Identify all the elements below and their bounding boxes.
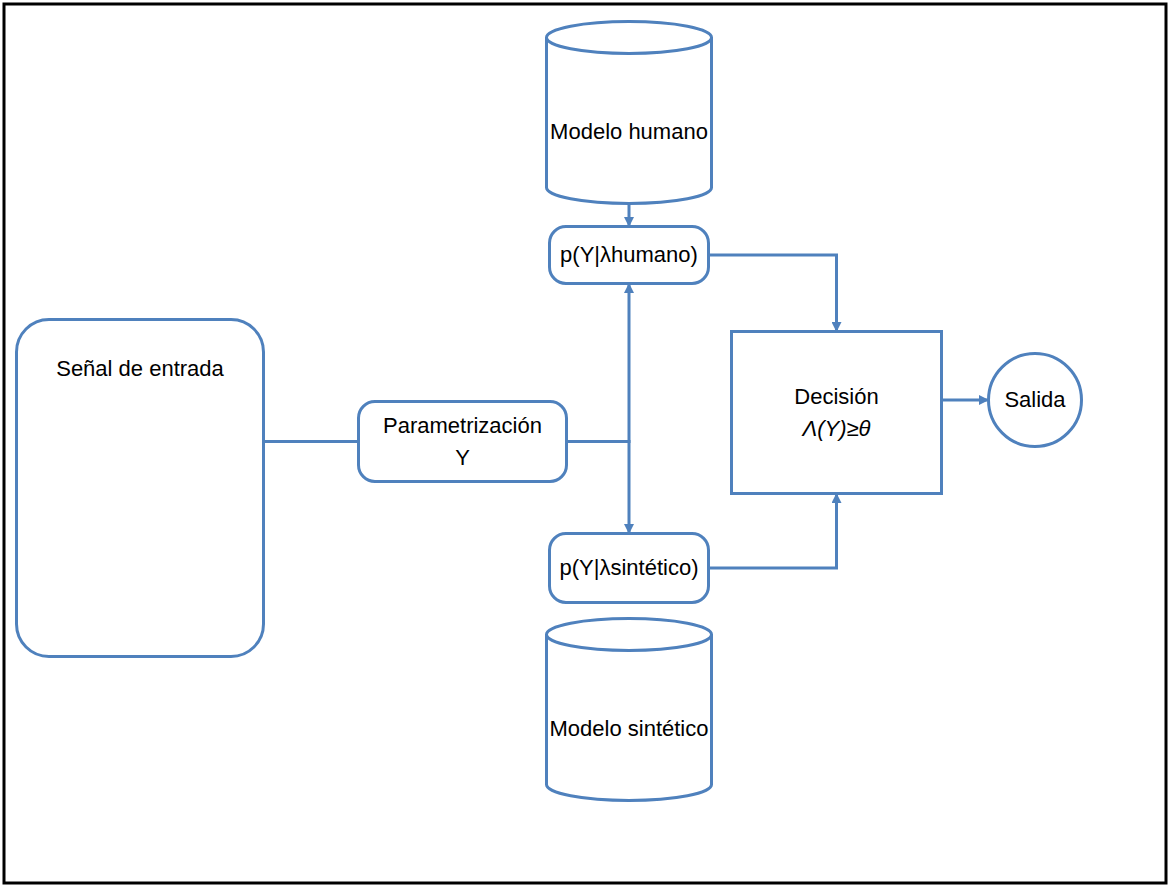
node-text: Parametrización (379, 410, 546, 442)
connector-arrow (628, 205, 631, 225)
connector-arrow (568, 285, 629, 442)
node-text: Salida (1000, 384, 1069, 416)
connector-arrow (568, 442, 629, 533)
node-text: Modelo humano (546, 116, 712, 148)
connector-arrow (943, 399, 987, 402)
node-text: Modelo sintético (546, 713, 713, 745)
connector-arrow (710, 495, 837, 568)
likelihood-box: p(Y|λsintético) (548, 532, 710, 604)
decision-box: DecisiónΛ(Y)≥θ (730, 330, 943, 495)
input-signal-box: Señal de entrada (15, 318, 265, 658)
process-box: ParametrizaciónY (357, 400, 568, 483)
node-text: Y (451, 442, 474, 474)
likelihood-box: p(Y|λhumano) (548, 225, 710, 285)
node-text: Señal de entrada (52, 353, 228, 385)
model-cylinder: Modelo humano (545, 20, 713, 205)
node-text: p(Y|λsintético) (556, 552, 703, 584)
model-cylinder: Modelo sintético (545, 617, 713, 802)
output-circle: Salida (987, 352, 1083, 448)
connector-arrow (265, 440, 357, 443)
node-text: p(Y|λhumano) (556, 239, 702, 271)
node-text: Λ(Y)≥θ (798, 413, 874, 445)
cylinder-outline (545, 617, 713, 802)
cylinder-outline (545, 20, 713, 205)
connector-arrow (710, 255, 837, 330)
node-text: Decisión (790, 381, 882, 413)
